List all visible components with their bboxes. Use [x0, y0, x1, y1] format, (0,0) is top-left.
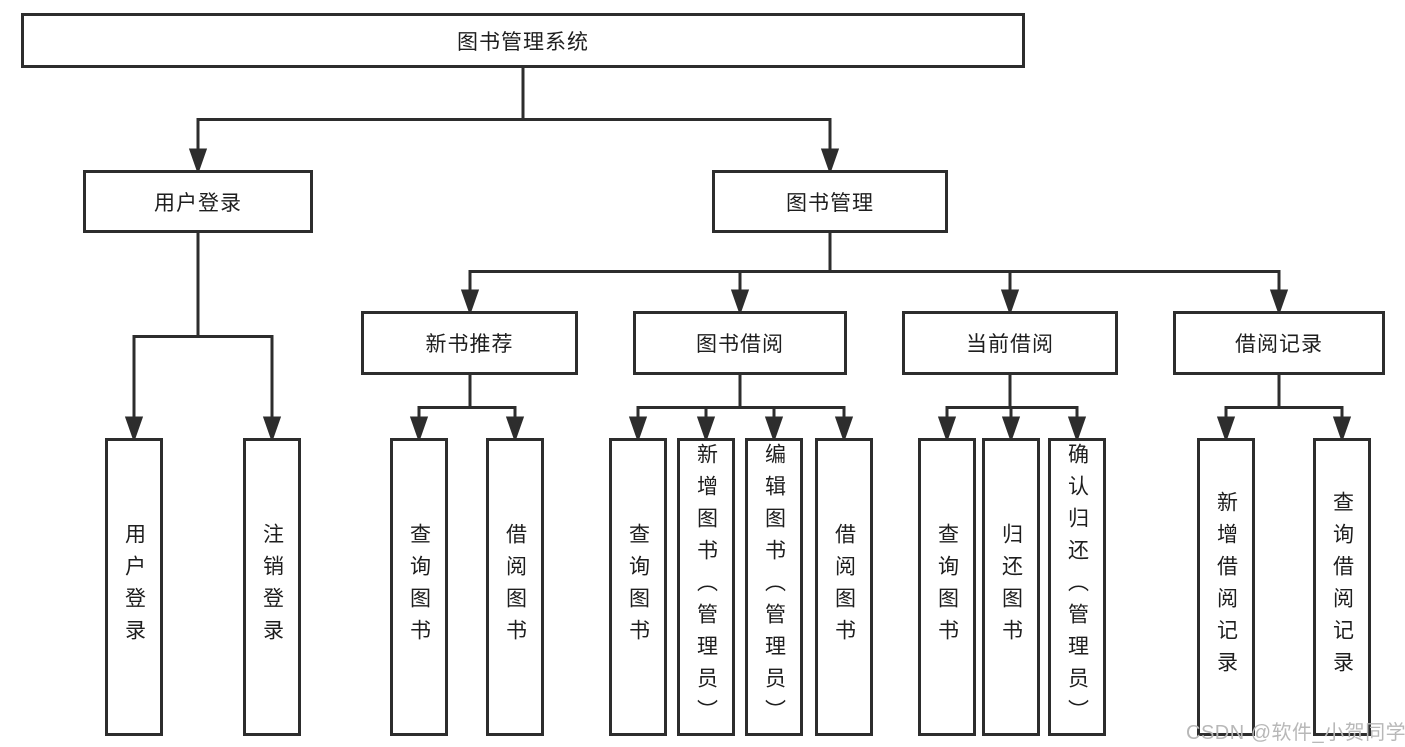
csdn-watermark: CSDN @软件_小贺同学	[1186, 722, 1405, 744]
node-label: 新增借阅记录	[1214, 491, 1238, 683]
leaf-user-login: 用户登录	[105, 438, 163, 736]
leaf-borrow-books-recommend: 借阅图书	[486, 438, 544, 736]
node-label: 查询图书	[935, 523, 959, 651]
node-label: 查询图书	[626, 523, 650, 651]
node-label: 查询图书	[407, 523, 431, 651]
leaf-return-book: 归还图书	[982, 438, 1040, 736]
node-user-login: 用户登录	[83, 170, 313, 233]
leaf-query-books-recommend: 查询图书	[390, 438, 448, 736]
node-label: 新书推荐	[425, 333, 514, 356]
node-label: 图书借阅	[696, 333, 784, 356]
node-label: 确认归还（管理员）	[1065, 443, 1089, 731]
leaf-add-book-admin: 新增图书（管理员）	[677, 438, 735, 736]
node-label: 用户登录	[122, 523, 146, 651]
node-label: 注销登录	[260, 523, 284, 651]
leaf-confirm-return-admin: 确认归还（管理员）	[1048, 438, 1106, 736]
node-book-borrow: 图书借阅	[633, 311, 847, 375]
node-label: 用户登录	[154, 191, 242, 215]
node-label: 图书管理	[786, 191, 874, 215]
node-borrow-records: 借阅记录	[1173, 311, 1385, 375]
node-label: 编辑图书（管理员）	[762, 443, 786, 731]
node-label: 图书管理系统	[457, 30, 589, 54]
node-label: 查询借阅记录	[1330, 491, 1354, 683]
node-library-management-system: 图书管理系统	[21, 13, 1025, 68]
node-new-book-recommend: 新书推荐	[361, 311, 578, 375]
node-current-borrow: 当前借阅	[902, 311, 1118, 375]
node-label: 当前借阅	[966, 333, 1054, 356]
node-label: 借阅图书	[503, 523, 527, 651]
leaf-borrow-books: 借阅图书	[815, 438, 873, 736]
leaf-query-books-current: 查询图书	[918, 438, 976, 736]
leaf-add-borrow-record: 新增借阅记录	[1197, 438, 1255, 736]
node-label: 借阅记录	[1235, 333, 1323, 356]
leaf-query-borrow-record: 查询借阅记录	[1313, 438, 1371, 736]
node-label: 新增图书（管理员）	[694, 443, 718, 731]
node-label: 归还图书	[999, 523, 1023, 651]
node-book-management: 图书管理	[712, 170, 948, 233]
node-label: 借阅图书	[832, 523, 856, 651]
leaf-query-books-borrow: 查询图书	[609, 438, 667, 736]
leaf-logout: 注销登录	[243, 438, 301, 736]
leaf-edit-book-admin: 编辑图书（管理员）	[745, 438, 803, 736]
